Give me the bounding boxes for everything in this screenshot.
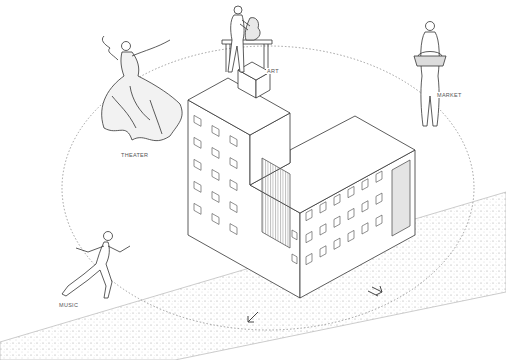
window bbox=[362, 179, 368, 190]
window bbox=[306, 209, 312, 220]
window bbox=[348, 186, 354, 197]
window bbox=[230, 224, 237, 235]
window bbox=[212, 192, 219, 203]
window bbox=[230, 180, 237, 191]
window bbox=[376, 171, 382, 182]
window bbox=[212, 214, 219, 225]
window bbox=[194, 137, 201, 148]
window bbox=[334, 216, 340, 227]
activity-label: THEATER bbox=[120, 152, 149, 158]
window bbox=[212, 170, 219, 181]
window bbox=[194, 203, 201, 214]
window bbox=[348, 230, 354, 241]
market-figure bbox=[414, 22, 446, 127]
music-figure bbox=[62, 232, 130, 299]
window bbox=[212, 126, 219, 137]
window bbox=[376, 215, 382, 226]
window bbox=[230, 136, 237, 147]
theater-figure bbox=[102, 36, 182, 141]
window bbox=[292, 254, 297, 264]
window bbox=[292, 230, 297, 240]
window bbox=[362, 223, 368, 234]
window bbox=[348, 208, 354, 219]
direction-arrows bbox=[248, 286, 382, 322]
window bbox=[230, 158, 237, 169]
window bbox=[320, 224, 326, 235]
window bbox=[194, 115, 201, 126]
window bbox=[362, 201, 368, 212]
window bbox=[194, 181, 201, 192]
activity-label: ART bbox=[266, 68, 280, 74]
window bbox=[334, 194, 340, 205]
window bbox=[320, 202, 326, 213]
window bbox=[194, 159, 201, 170]
window bbox=[334, 238, 340, 249]
window bbox=[306, 253, 312, 264]
activity-label: MUSIC bbox=[58, 302, 79, 308]
window bbox=[320, 246, 326, 257]
building bbox=[188, 62, 415, 298]
art-figure bbox=[222, 6, 272, 72]
window bbox=[376, 193, 382, 204]
activity-loop bbox=[62, 46, 474, 330]
window bbox=[230, 202, 237, 213]
window bbox=[212, 148, 219, 159]
activity-label: MARKET bbox=[436, 92, 463, 98]
window bbox=[306, 231, 312, 242]
